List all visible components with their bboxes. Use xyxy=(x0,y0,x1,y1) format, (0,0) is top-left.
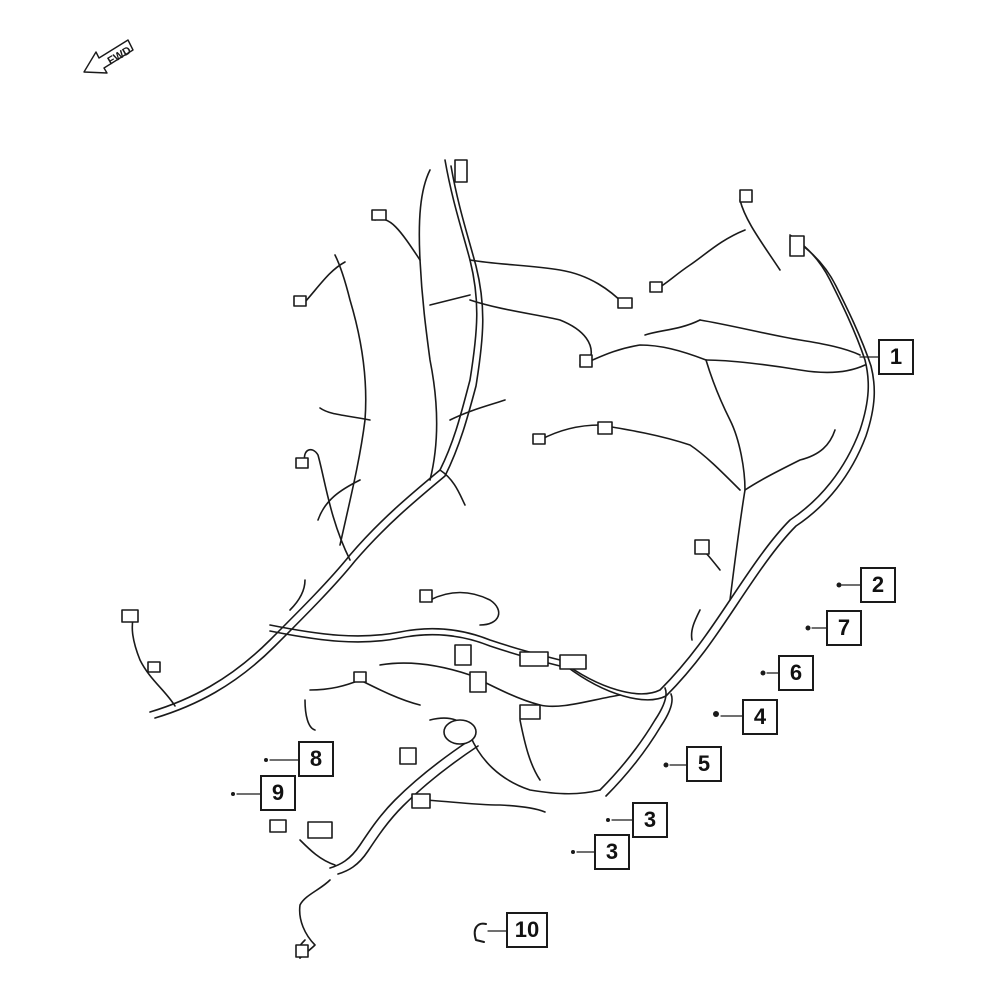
fastener-icon-7 xyxy=(805,625,811,631)
fastener-icon-5 xyxy=(663,762,669,768)
clip-icon-4 xyxy=(713,711,719,717)
callout-2[interactable]: 2 xyxy=(860,567,896,603)
leader-lines xyxy=(236,356,879,932)
callout-9[interactable]: 9 xyxy=(260,775,296,811)
fastener-icon-3b xyxy=(571,850,575,854)
callout-3-upper[interactable]: 3 xyxy=(632,802,668,838)
callout-5[interactable]: 5 xyxy=(686,746,722,782)
forward-arrow-icon: FWD xyxy=(83,39,134,74)
fastener-icon-6 xyxy=(760,670,766,676)
part-icons xyxy=(231,582,842,854)
main-wiring-harness xyxy=(131,159,876,959)
fastener-icon-2 xyxy=(836,582,842,588)
callout-4[interactable]: 4 xyxy=(742,699,778,735)
callout-3-lower[interactable]: 3 xyxy=(594,834,630,870)
callout-6[interactable]: 6 xyxy=(778,655,814,691)
fastener-icon-8 xyxy=(264,758,268,762)
fastener-icon-3a xyxy=(606,818,610,822)
callout-7[interactable]: 7 xyxy=(826,610,862,646)
connector-cluster xyxy=(121,159,805,958)
bracket-icon-10 xyxy=(473,922,487,943)
forward-arrow-label: FWD xyxy=(106,44,134,67)
callout-10[interactable]: 10 xyxy=(506,912,548,948)
callout-8[interactable]: 8 xyxy=(298,741,334,777)
callout-1[interactable]: 1 xyxy=(878,339,914,375)
fastener-icon-9 xyxy=(231,792,235,796)
